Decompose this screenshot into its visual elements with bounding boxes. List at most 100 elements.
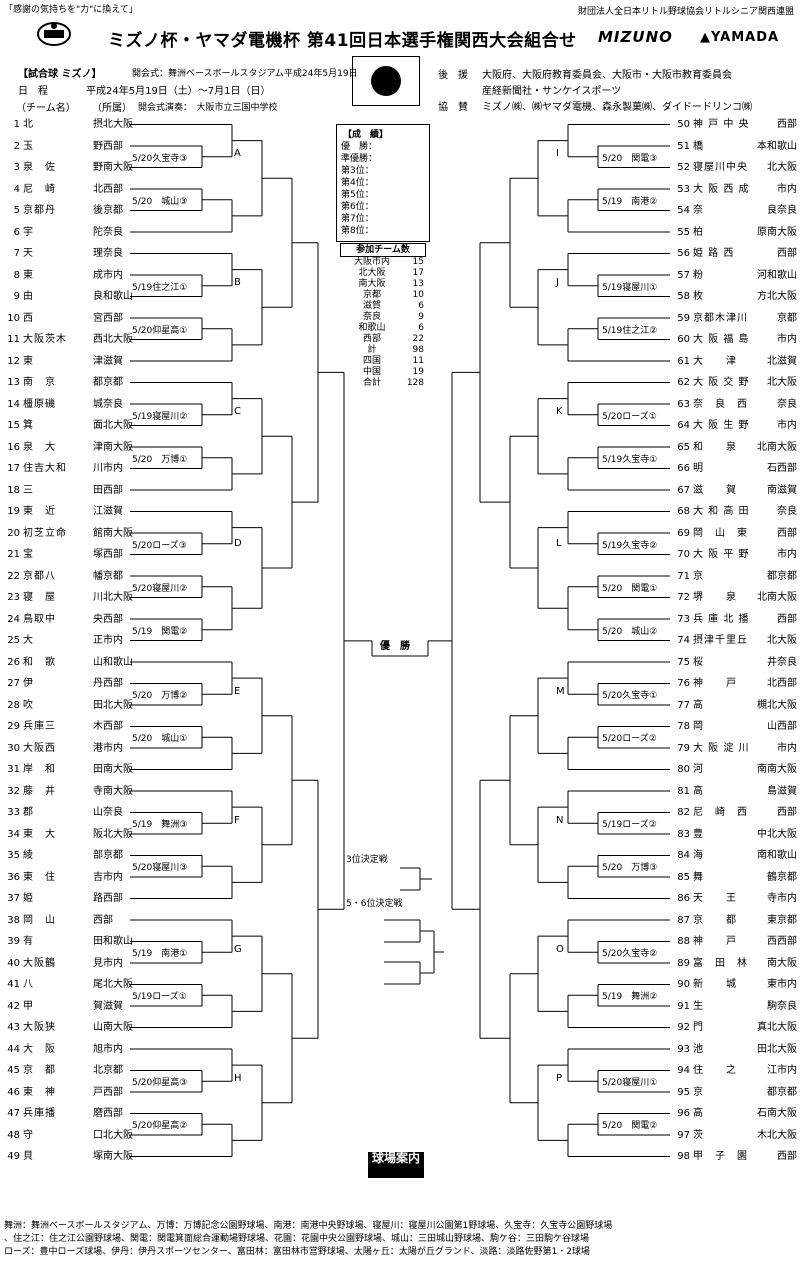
venue-guide-badge[interactable]: 球場案内 xyxy=(368,1152,424,1178)
participant-area: 西部 xyxy=(362,334,381,344)
